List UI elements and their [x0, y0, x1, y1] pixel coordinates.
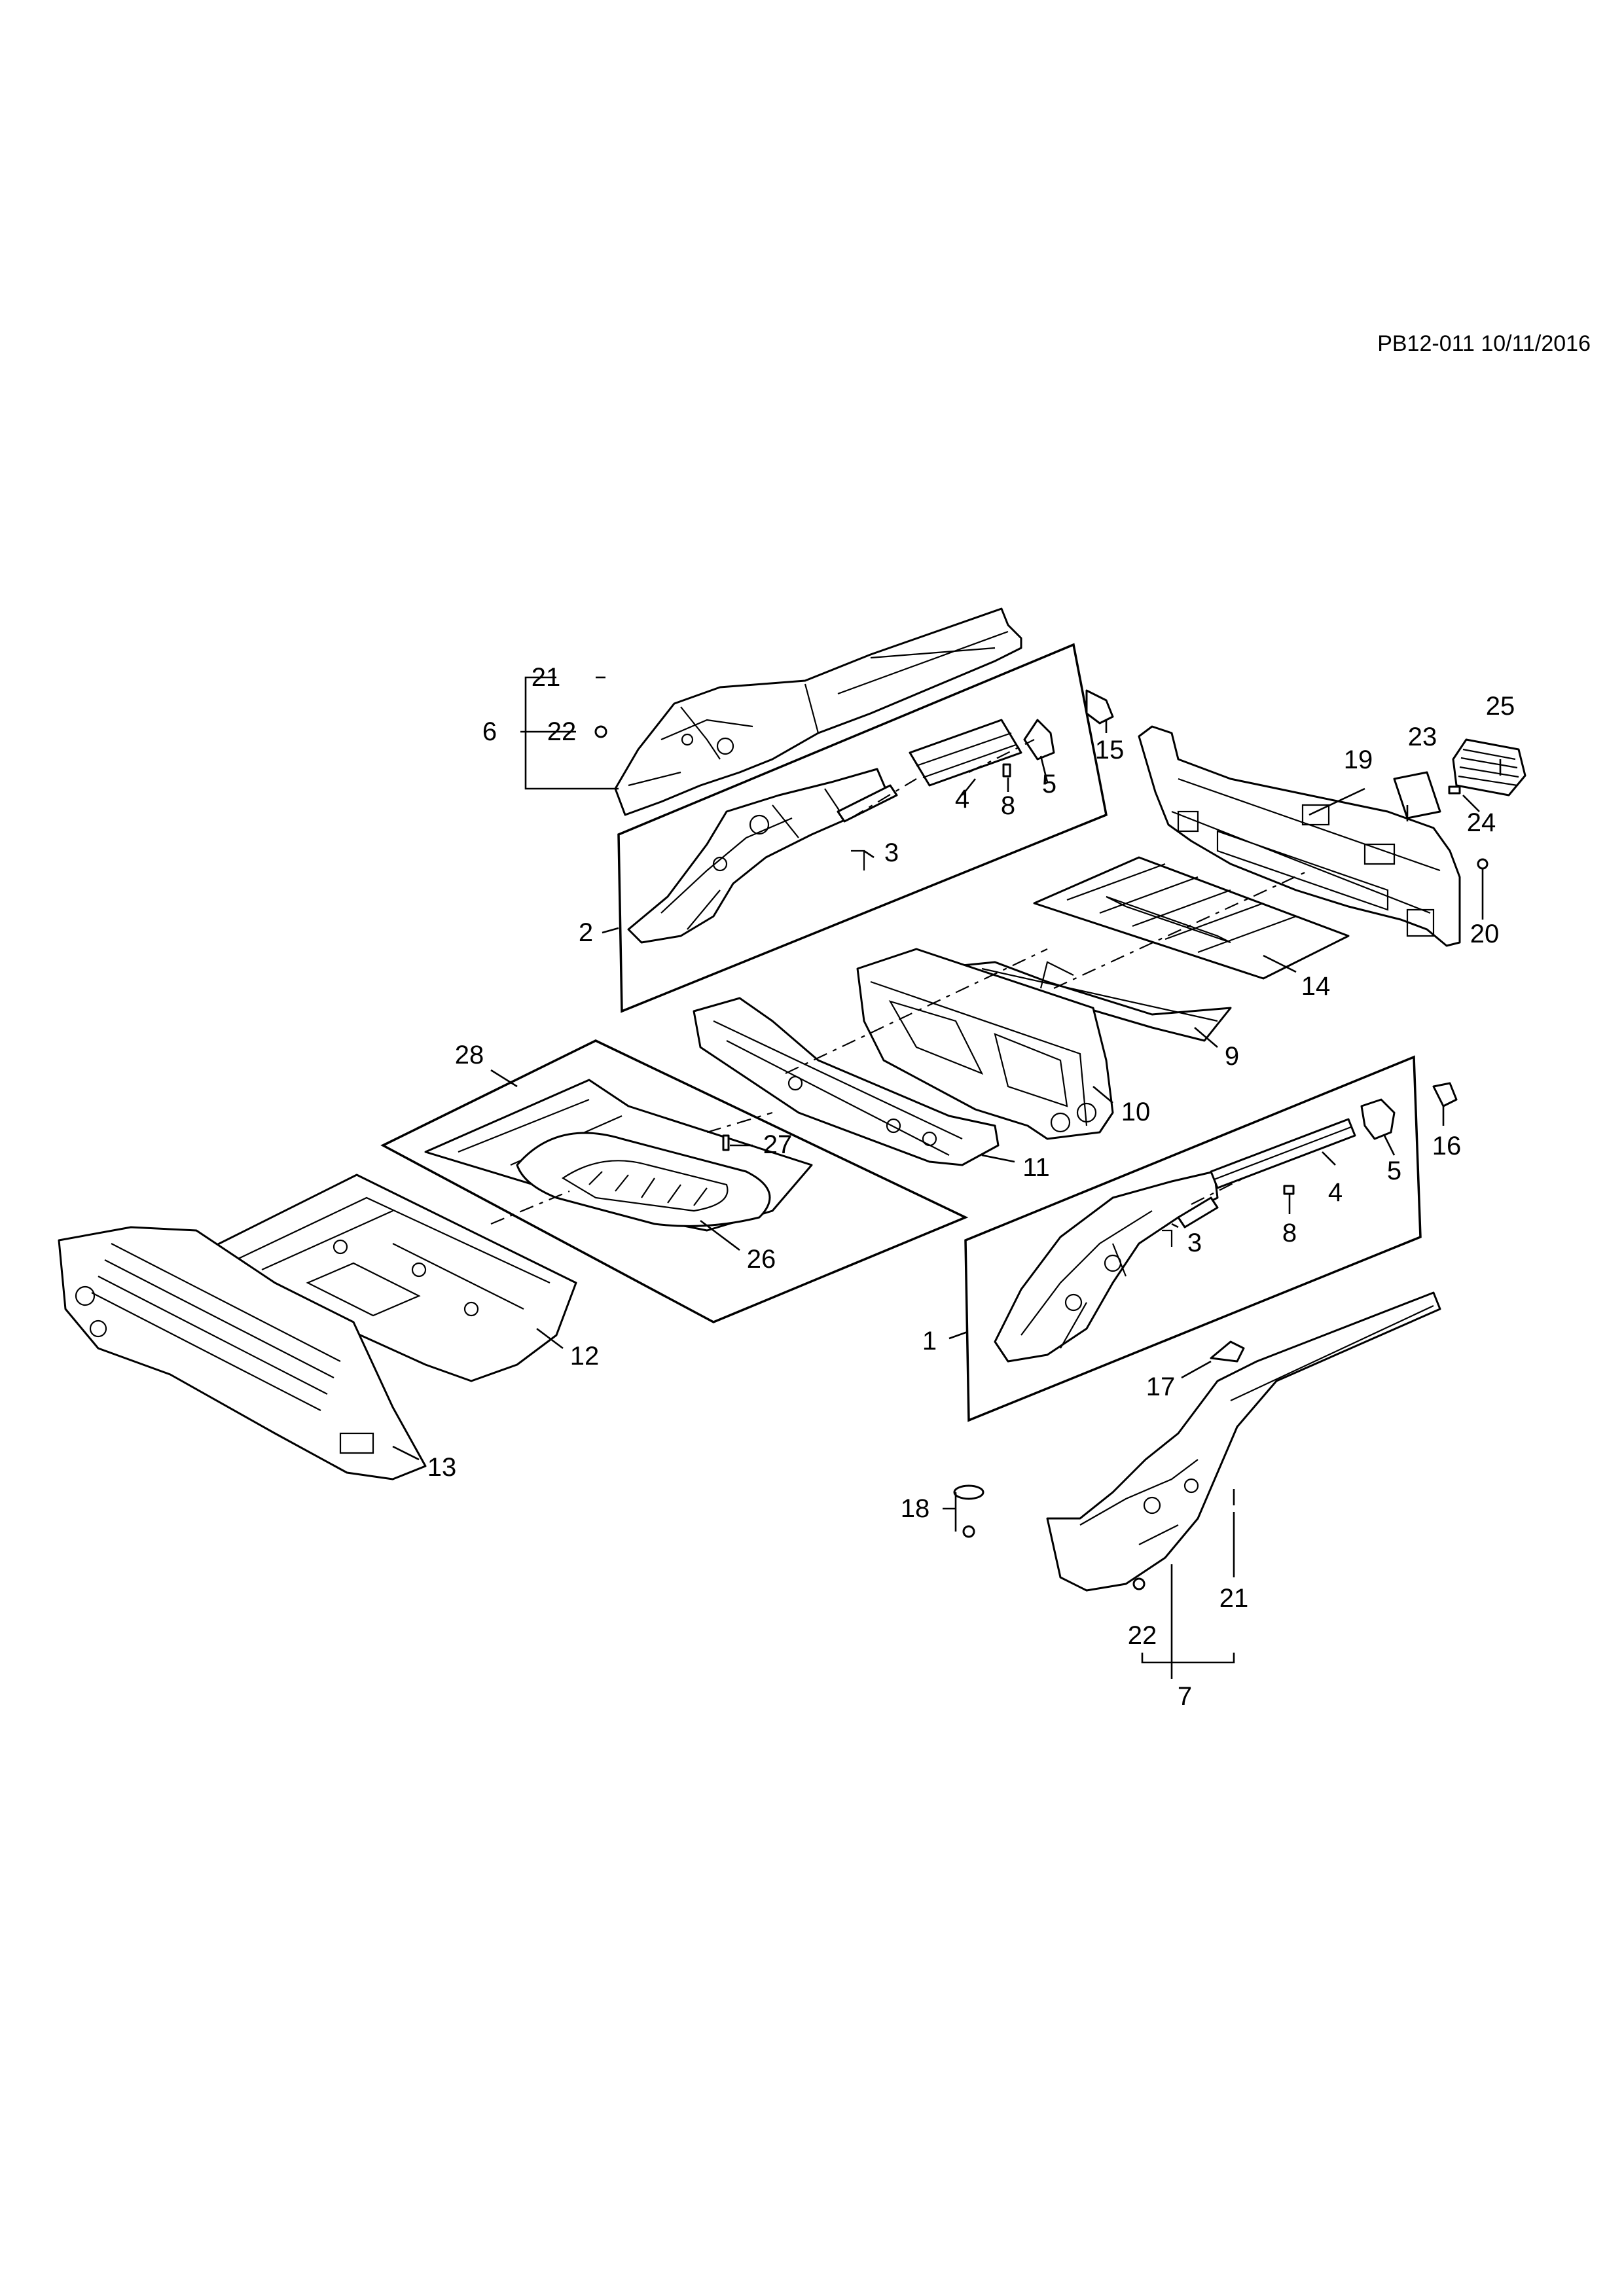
callout-15: 15 — [1095, 736, 1125, 764]
diagram-reference: PB12-011 10/11/2016 — [1377, 331, 1591, 356]
plug-20 — [1477, 858, 1489, 870]
callout-13: 13 — [427, 1453, 457, 1482]
rear-rail-right-7 — [1046, 1291, 1441, 1592]
front-floor-13 — [58, 1226, 427, 1480]
callout-6: 6 — [482, 717, 497, 746]
group-frame-2 — [617, 643, 1108, 1013]
rail-extension-4-lower — [1210, 1118, 1356, 1189]
callout-20: 20 — [1470, 920, 1500, 948]
bracket-5-lower — [1360, 1098, 1396, 1140]
callout-5: 5 — [1387, 1157, 1401, 1185]
alignment-line — [1053, 870, 1310, 989]
callout-3: 3 — [1187, 1229, 1202, 1257]
callout-26: 26 — [747, 1245, 776, 1274]
callout-25: 25 — [1486, 692, 1515, 721]
callout-8: 8 — [1282, 1219, 1297, 1247]
bracket-16 — [1432, 1082, 1458, 1107]
rail-extension-4-upper — [909, 719, 1022, 787]
callout-7: 7 — [1178, 1682, 1192, 1711]
vent-grille-25 — [1452, 738, 1526, 797]
callout-14: 14 — [1301, 972, 1331, 1001]
callout-27: 27 — [763, 1130, 793, 1159]
callout-21: 21 — [532, 663, 561, 692]
callout-19: 19 — [1344, 745, 1373, 774]
clip-24 — [1448, 785, 1461, 795]
stud-8-upper — [1002, 763, 1011, 778]
callout-22: 22 — [1128, 1621, 1157, 1650]
bracket-5-upper — [1023, 719, 1055, 761]
callout-24: 24 — [1467, 808, 1496, 837]
stud-27 — [722, 1134, 730, 1151]
callout-21: 21 — [1219, 1584, 1249, 1613]
callout-4: 4 — [955, 785, 969, 814]
stud-8-lower — [1283, 1185, 1295, 1195]
callout-11: 11 — [1022, 1153, 1050, 1182]
alignment-line — [968, 739, 1035, 773]
callout-9: 9 — [1225, 1042, 1239, 1071]
alignment-line — [490, 1190, 570, 1225]
crossmember-11 — [693, 997, 1000, 1166]
center-floor-12 — [205, 1174, 577, 1382]
callout-1: 1 — [922, 1327, 937, 1355]
rear-floor-panel-14 — [1033, 856, 1350, 980]
nut-22-upper — [594, 725, 607, 738]
callout-16: 16 — [1432, 1132, 1462, 1160]
callout-3: 3 — [884, 838, 899, 867]
callout-4: 4 — [1328, 1178, 1343, 1207]
bracket-15 — [1085, 689, 1114, 725]
alignment-line — [706, 1111, 773, 1134]
callout-18: 18 — [901, 1494, 930, 1523]
label-plate-23 — [1393, 771, 1441, 819]
bracket-17 — [1210, 1340, 1245, 1363]
callout-12: 12 — [570, 1342, 600, 1371]
callout-2: 2 — [579, 918, 593, 947]
group-frame-28 — [380, 1039, 969, 1323]
spare-wheel-tub-10 — [856, 948, 1114, 1140]
alignment-line — [785, 948, 1048, 1074]
bracket-3-lower — [1162, 1196, 1219, 1247]
callout-10: 10 — [1121, 1098, 1151, 1126]
rear-rail-left-6 — [614, 607, 1022, 816]
rear-panel-19 — [1138, 725, 1461, 947]
callout-22: 22 — [547, 717, 577, 746]
spare-wheel-well-26 — [516, 1132, 771, 1227]
nut-22-lower — [1132, 1577, 1146, 1590]
callout-23: 23 — [1408, 723, 1437, 751]
callout-5: 5 — [1042, 770, 1056, 798]
alignment-line — [850, 778, 917, 819]
leader-lines — [392, 676, 1502, 1679]
group-frame-1 — [964, 1055, 1422, 1422]
callout-28: 28 — [455, 1041, 484, 1069]
alignment-line — [1191, 1177, 1244, 1205]
fastener-18 — [953, 1484, 984, 1538]
callout-8: 8 — [1001, 791, 1015, 820]
callout-17: 17 — [1146, 1372, 1176, 1401]
